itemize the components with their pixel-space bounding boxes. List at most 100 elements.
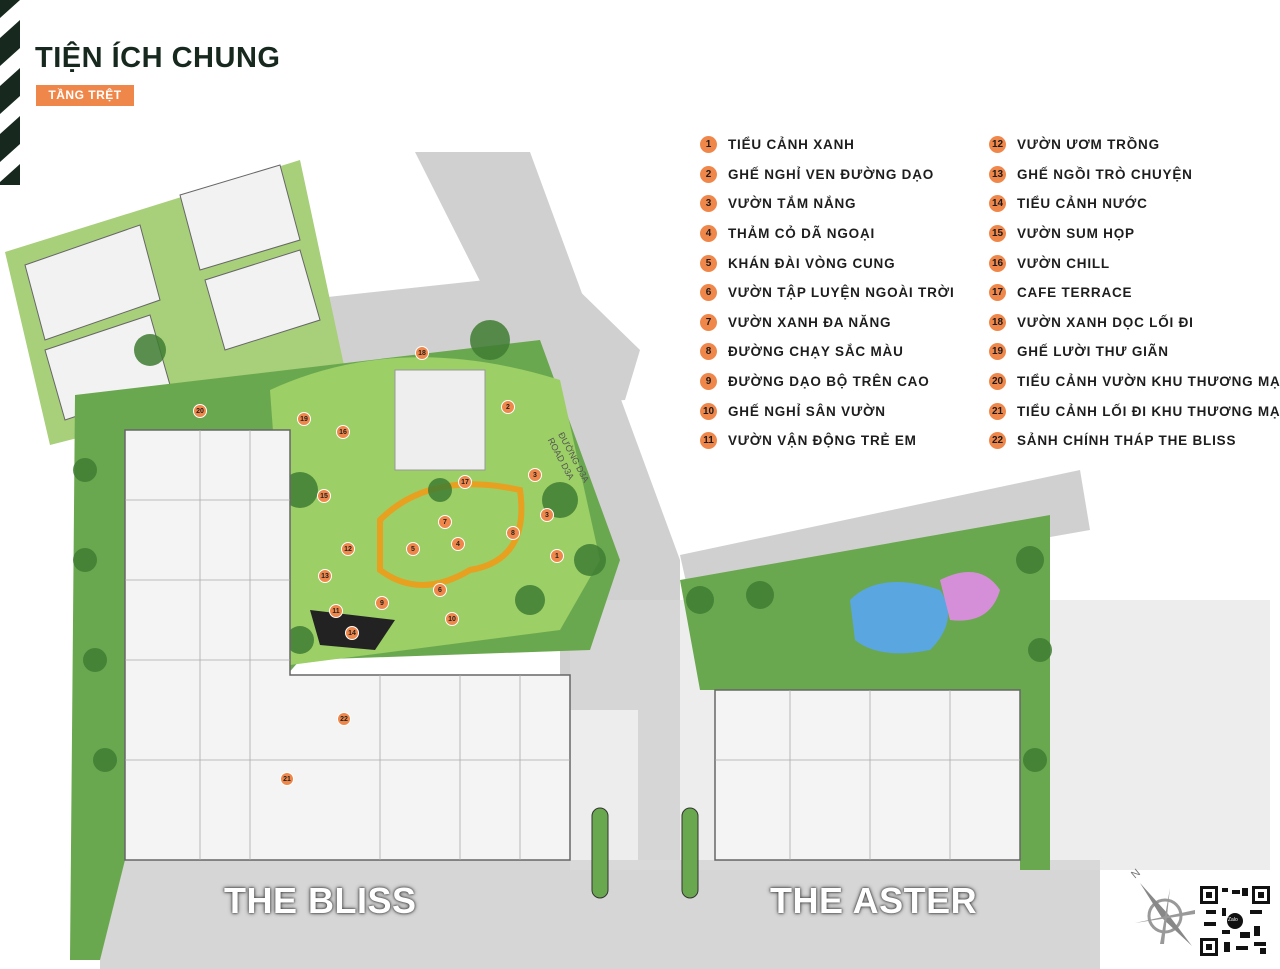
map-marker[interactable]: 14	[345, 626, 359, 640]
legend-column-2: 12 VƯỜN ƯƠM TRỒNG 13 GHẾ NGỒI TRÒ CHUYỆN 1…	[989, 130, 1280, 456]
legend-number: 18	[989, 313, 1006, 331]
legend-item: 17 CAFE TERRACE	[989, 278, 1280, 308]
legend-item: 21 TIỂU CẢNH LỐI ĐI KHU THƯƠNG MẠI	[989, 396, 1280, 426]
legend-label: GHẾ NGHỈ VEN ĐƯỜNG DẠO	[728, 166, 935, 182]
legend-item: 13 GHẾ NGỒI TRÒ CHUYỆN	[989, 160, 1280, 190]
qr-code[interactable]: Zalo	[1200, 886, 1270, 956]
legend-label: VƯỜN VẬN ĐỘNG TRẺ EM	[728, 433, 917, 449]
map-marker[interactable]: 7	[438, 515, 452, 529]
legend-label: VƯỜN XANH DỌC LỐI ĐI	[1017, 314, 1194, 330]
compass-rose-icon: N	[1129, 867, 1200, 948]
legend-number: 10	[700, 402, 717, 420]
legend-label: ĐƯỜNG DẠO BỘ TRÊN CAO	[728, 374, 930, 390]
floor-badge: TẦNG TRỆT	[36, 85, 134, 106]
legend-number: 22	[989, 432, 1006, 450]
legend-number: 13	[989, 165, 1006, 183]
map-marker[interactable]: 8	[506, 526, 520, 540]
legend-label: GHẾ NGHỈ SÂN VƯỜN	[728, 403, 886, 419]
qr-zalo-label: Zalo	[1228, 917, 1238, 923]
map-marker[interactable]: 15	[317, 489, 331, 503]
legend-item: 11 VƯỜN VẬN ĐỘNG TRẺ EM	[700, 426, 955, 456]
map-marker[interactable]: 16	[336, 425, 350, 439]
legend-number: 8	[700, 343, 717, 361]
legend-number: 20	[989, 373, 1006, 391]
map-marker[interactable]: 22	[337, 712, 351, 726]
legend-item: 5 KHÁN ĐÀI VÒNG CUNG	[700, 248, 955, 278]
legend-number: 7	[700, 313, 717, 331]
map-marker[interactable]: 17	[458, 475, 472, 489]
map-marker[interactable]: 10	[445, 612, 459, 626]
legend-number: 12	[989, 136, 1006, 154]
legend-number: 4	[700, 225, 717, 243]
legend-number: 9	[700, 373, 717, 391]
legend-label: TIỂU CẢNH VƯỜN KHU THƯƠNG MẠI	[1017, 374, 1280, 390]
legend-item: 16 VƯỜN CHILL	[989, 248, 1280, 278]
legend-label: VƯỜN SUM HỌP	[1017, 226, 1135, 242]
legend-item: 9 ĐƯỜNG DẠO BỘ TRÊN CAO	[700, 367, 955, 397]
page-title: TIỆN ÍCH CHUNG	[35, 42, 281, 74]
legend-item: 7 VƯỜN XANH ĐA NĂNG	[700, 308, 955, 338]
map-marker[interactable]: 13	[318, 569, 332, 583]
the-aster-building	[714, 689, 1021, 861]
map-marker[interactable]: 21	[280, 772, 294, 786]
legend-item: 15 VƯỜN SUM HỌP	[989, 219, 1280, 249]
legend-item: 19 GHẾ LƯỜI THƯ GIÃN	[989, 337, 1280, 367]
decorative-stripes	[0, 0, 20, 185]
legend-number: 5	[700, 254, 717, 272]
map-marker[interactable]: 1	[550, 549, 564, 563]
legend-label: VƯỜN ƯƠM TRỒNG	[1017, 137, 1160, 153]
legend-item: 18 VƯỜN XANH DỌC LỐI ĐI	[989, 308, 1280, 338]
map-marker[interactable]: 6	[433, 583, 447, 597]
legend-label: CAFE TERRACE	[1017, 285, 1133, 301]
legend-label: THẢM CỎ DÃ NGOẠI	[728, 226, 876, 242]
legend-number: 3	[700, 195, 717, 213]
map-marker[interactable]: 5	[406, 542, 420, 556]
legend-item: 8 ĐƯỜNG CHẠY SẮC MÀU	[700, 337, 955, 367]
map-marker[interactable]: 19	[297, 412, 311, 426]
legend-label: VƯỜN XANH ĐA NĂNG	[728, 314, 892, 330]
legend-item: 20 TIỂU CẢNH VƯỜN KHU THƯƠNG MẠI	[989, 367, 1280, 397]
legend-number: 15	[989, 225, 1006, 243]
legend-item: 4 THẢM CỎ DÃ NGOẠI	[700, 219, 955, 249]
legend-number: 14	[989, 195, 1006, 213]
map-marker[interactable]: 3	[528, 468, 542, 482]
building-label-the-aster: THE ASTER	[770, 880, 978, 921]
legend-number: 1	[700, 136, 717, 154]
legend-number: 6	[700, 284, 717, 302]
map-marker[interactable]: 4	[451, 537, 465, 551]
legend-number: 11	[700, 432, 717, 450]
legend-number: 16	[989, 254, 1006, 272]
legend-number: 19	[989, 343, 1006, 361]
map-marker[interactable]: 11	[329, 604, 343, 618]
legend-number: 17	[989, 284, 1006, 302]
legend-number: 21	[989, 402, 1006, 420]
map-marker[interactable]: 12	[341, 542, 355, 556]
map-marker[interactable]: 2	[501, 400, 515, 414]
map-marker[interactable]: 18	[415, 346, 429, 360]
legend-item: 12 VƯỜN ƯƠM TRỒNG	[989, 130, 1280, 160]
legend-item: 10 GHẾ NGHỈ SÂN VƯỜN	[700, 396, 955, 426]
map-marker[interactable]: 3	[540, 508, 554, 522]
legend-label: GHẾ NGỒI TRÒ CHUYỆN	[1017, 166, 1193, 182]
legend-label: SẢNH CHÍNH THÁP THE BLISS	[1017, 433, 1237, 449]
map-marker[interactable]: 9	[375, 596, 389, 610]
legend-label: VƯỜN CHILL	[1017, 255, 1110, 271]
map-marker[interactable]: 20	[193, 404, 207, 418]
legend-label: ĐƯỜNG CHẠY SẮC MÀU	[728, 344, 904, 360]
legend-label: KHÁN ĐÀI VÒNG CUNG	[728, 255, 896, 271]
legend-item: 1 TIỂU CẢNH XANH	[700, 130, 955, 160]
legend-label: GHẾ LƯỜI THƯ GIÃN	[1017, 344, 1169, 360]
legend-item: 22 SẢNH CHÍNH THÁP THE BLISS	[989, 426, 1280, 456]
legend-label: TIỂU CẢNH LỐI ĐI KHU THƯƠNG MẠI	[1017, 403, 1280, 419]
legend-label: TIỂU CẢNH XANH	[728, 137, 855, 153]
the-bliss-building	[124, 429, 571, 861]
building-label-the-bliss: THE BLISS	[224, 880, 417, 921]
aster-garden	[680, 515, 1052, 870]
legend-item: 6 VƯỜN TẬP LUYỆN NGOÀI TRỜI	[700, 278, 955, 308]
legend-label: VƯỜN TẬP LUYỆN NGOÀI TRỜI	[728, 285, 955, 301]
